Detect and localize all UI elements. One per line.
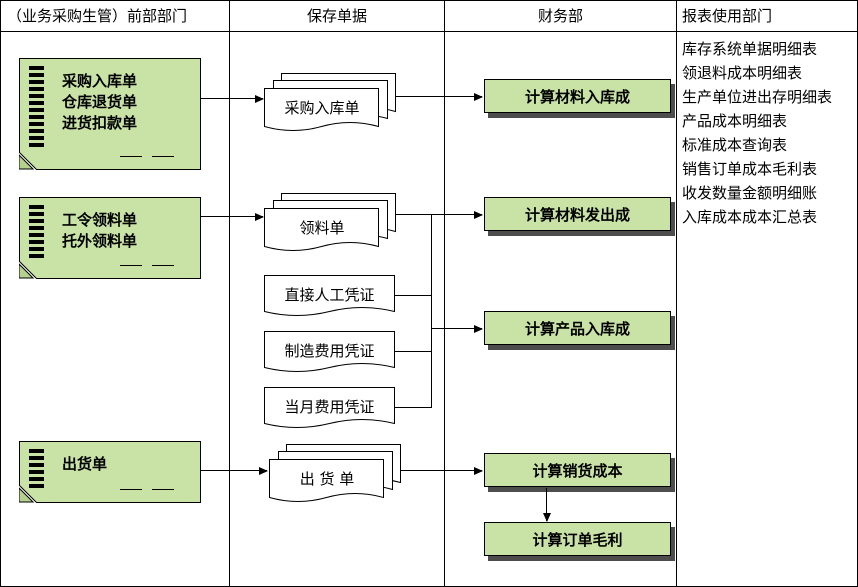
lane-header-saved-documents: 保存单据: [306, 7, 367, 25]
report-item: 销售订单成本毛利表: [682, 160, 818, 178]
lane-header-report-users: 报表使用部门: [682, 7, 773, 25]
report-item: 领退料成本明细表: [682, 64, 803, 82]
signature-lines: [120, 156, 174, 157]
process-calc-material-in-cost: 计算材料入库成: [484, 79, 671, 113]
lane-divider-2: [444, 1, 445, 586]
report-item: 生产单位进出存明细表: [682, 88, 833, 106]
report-item: 收发数量金额明细账: [682, 184, 818, 202]
folded-corner-icon: [19, 152, 37, 170]
arrow-doc-to-material-out: [395, 210, 483, 219]
document-icon: [264, 387, 395, 428]
doc-label: 制造费用凭证: [284, 341, 375, 360]
doc-stack-material-requisition: 领料单: [264, 193, 396, 257]
doc-label: 领料单: [299, 218, 345, 237]
header-divider: [1, 31, 857, 32]
note-shipment-doc: 出货单: [19, 441, 201, 503]
doc-monthly-expense-voucher: 当月费用凭证: [264, 387, 396, 433]
arrow-doc-to-material-in: [395, 92, 483, 101]
folded-corner-icon: [19, 485, 37, 503]
note-line: 工令领料单: [62, 211, 138, 229]
document-icon: [264, 275, 395, 316]
arrow-cogs-to-order-profit: [542, 488, 551, 522]
note-text: 采购入库单 仓库退货单 进货扣款单: [62, 71, 137, 134]
doc-label: 当月费用凭证: [284, 397, 375, 416]
report-item: 产品成本明细表: [682, 112, 788, 130]
lane-divider-3: [676, 1, 677, 586]
connector-bus-vertical: [431, 214, 432, 408]
doc-label: 采购入库单: [284, 98, 360, 117]
note-line: 托外领料单: [62, 232, 138, 250]
note-line: 出货单: [62, 455, 108, 473]
doc-label: 出 货 单: [299, 469, 355, 488]
report-item: 库存系统单据明细表: [682, 40, 818, 58]
process-calc-product-in-cost: 计算产品入库成: [484, 311, 671, 345]
signature-lines: [120, 489, 174, 490]
note-text: 出货单: [62, 454, 107, 475]
lane-header-front-departments: （业务采购生管）前部部门: [7, 7, 188, 25]
binding-icon: [29, 66, 44, 150]
doc-stack-shipment: 出 货 单: [269, 444, 401, 508]
doc-direct-labor-voucher: 直接人工凭证: [264, 275, 396, 321]
connector-stub-direct-labor: [394, 295, 431, 296]
arrow-note2-to-doc: [201, 212, 264, 221]
note-requisition-docs: 工令领料单 托外领料单: [19, 197, 201, 279]
process-calc-cogs: 计算销货成本: [484, 453, 671, 487]
document-icon: [264, 331, 395, 372]
arrow-bus-to-product-in: [431, 324, 483, 333]
note-text: 工令领料单 托外领料单: [62, 210, 137, 252]
doc-stack-purchase-receipt: 采购入库单: [264, 73, 396, 137]
report-list: 库存系统单据明细表 领退料成本明细表 生产单位进出存明细表 产品成本明细表 标准…: [682, 37, 854, 229]
arrow-doc-to-cogs: [400, 466, 483, 475]
note-purchasing-docs: 采购入库单 仓库退货单 进货扣款单: [19, 58, 201, 170]
folded-corner-icon: [19, 261, 37, 279]
arrow-note1-to-doc: [201, 94, 264, 103]
process-calc-material-out-cost: 计算材料发出成: [484, 197, 671, 231]
note-line: 仓库退货单: [62, 93, 138, 111]
document-stack-icon: [264, 193, 396, 251]
binding-icon: [29, 205, 44, 261]
doc-label: 直接人工凭证: [284, 285, 375, 304]
process-calc-order-profit: 计算订单毛利: [484, 522, 671, 556]
binding-icon: [29, 449, 44, 489]
report-item: 标准成本查询表: [682, 136, 788, 154]
document-stack-icon: [269, 444, 401, 502]
arrow-note3-to-doc: [201, 466, 268, 475]
connector-stub-monthly: [394, 407, 431, 408]
document-stack-icon: [264, 73, 396, 131]
connector-stub-manufacturing: [394, 351, 431, 352]
lane-divider-1: [229, 1, 230, 586]
lane-header-finance-dept: 财务部: [537, 7, 583, 25]
note-line: 进货扣款单: [62, 114, 138, 132]
note-line: 采购入库单: [62, 72, 138, 90]
signature-lines: [120, 265, 174, 266]
report-item: 入库成本成本汇总表: [682, 208, 818, 226]
doc-manufacturing-expense-voucher: 制造费用凭证: [264, 331, 396, 377]
